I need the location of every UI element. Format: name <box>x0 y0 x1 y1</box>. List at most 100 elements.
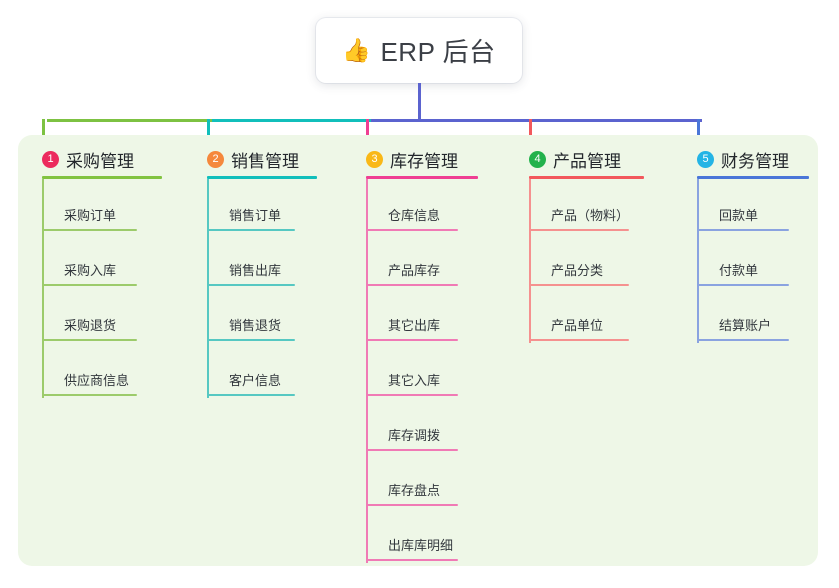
leaf-item[interactable]: 产品单位 <box>529 307 649 341</box>
column-title: 财务管理 <box>721 152 789 171</box>
branch-column-3: 3 库存管理仓库信息产品库存其它出库其它入库库存调拨库存盘点出库库明细 <box>366 135 508 566</box>
column-header-rule <box>42 176 162 179</box>
leaf-item-rule <box>207 339 295 341</box>
drop-connector-4 <box>529 119 532 149</box>
leaf-item-label: 采购退货 <box>64 318 117 333</box>
leaf-item-label: 其它出库 <box>388 318 441 333</box>
column-header-2[interactable]: 2 销售管理 <box>207 147 299 172</box>
drop-connector-1 <box>42 119 45 149</box>
leaf-item[interactable]: 采购入库 <box>42 252 157 286</box>
column-header-5[interactable]: 5 财务管理 <box>697 147 789 172</box>
leaf-item-rule <box>697 229 789 231</box>
branches-panel: 1 采购管理采购订单采购入库采购退货供应商信息 2 销售管理销售订单销售出库销售退货客… <box>18 135 818 566</box>
column-number-badge: 3 <box>366 151 383 168</box>
column-header-rule <box>207 176 317 179</box>
leaf-item-label: 出库库明细 <box>388 538 454 553</box>
leaf-item-rule <box>366 284 458 286</box>
leaf-item-rule <box>529 284 629 286</box>
thumbs-up-icon: 👍 <box>342 37 372 63</box>
leaf-item-rule <box>42 394 137 396</box>
root-node[interactable]: 👍 ERP 后台 <box>316 18 522 83</box>
leaf-item-label: 仓库信息 <box>388 208 441 223</box>
leaf-item[interactable]: 销售退货 <box>207 307 315 341</box>
leaf-item[interactable]: 采购订单 <box>42 197 157 231</box>
leaf-item-rule <box>207 229 295 231</box>
column-header-1[interactable]: 1 采购管理 <box>42 147 134 172</box>
leaf-item[interactable]: 产品（物料） <box>529 197 649 231</box>
leaf-item[interactable]: 结算账户 <box>697 307 809 341</box>
leaf-item[interactable]: 客户信息 <box>207 362 315 396</box>
leaf-item-label: 产品分类 <box>551 263 604 278</box>
leaf-item[interactable]: 销售出库 <box>207 252 315 286</box>
leaf-item-label: 付款单 <box>719 263 759 278</box>
leaf-item-label: 客户信息 <box>229 373 282 388</box>
leaf-item[interactable]: 库存盘点 <box>366 472 478 506</box>
bus-segment-2 <box>212 119 371 122</box>
leaf-item[interactable]: 回款单 <box>697 197 809 231</box>
column-spine <box>697 179 699 343</box>
column-header-rule <box>697 176 809 179</box>
column-number-badge: 5 <box>697 151 714 168</box>
leaf-item-rule <box>42 339 137 341</box>
leaf-item[interactable]: 销售订单 <box>207 197 315 231</box>
leaf-item[interactable]: 产品库存 <box>366 252 478 286</box>
leaf-item-label: 回款单 <box>719 208 759 223</box>
leaf-item-rule <box>42 229 137 231</box>
leaf-item-rule <box>529 339 629 341</box>
leaf-item[interactable]: 产品分类 <box>529 252 649 286</box>
column-title: 采购管理 <box>66 152 134 171</box>
leaf-item-label: 销售出库 <box>229 263 282 278</box>
root-node-text: ERP 后台 <box>380 37 496 67</box>
bus-segment-1 <box>47 119 212 122</box>
root-stem-connector <box>418 83 421 122</box>
leaf-item-label: 供应商信息 <box>64 373 130 388</box>
drop-connector-2 <box>207 119 210 149</box>
leaf-item-label: 库存盘点 <box>388 483 441 498</box>
leaf-item-label: 销售退货 <box>229 318 282 333</box>
column-spine <box>366 179 368 563</box>
leaf-item-rule <box>366 449 458 451</box>
leaf-item[interactable]: 库存调拨 <box>366 417 478 451</box>
leaf-item[interactable]: 采购退货 <box>42 307 157 341</box>
column-title: 销售管理 <box>231 152 299 171</box>
leaf-item-rule <box>697 339 789 341</box>
leaf-item[interactable]: 其它入库 <box>366 362 478 396</box>
drop-connector-3 <box>366 119 369 149</box>
leaf-item-label: 其它入库 <box>388 373 441 388</box>
bus-segment-3 <box>371 119 702 122</box>
leaf-item[interactable]: 付款单 <box>697 252 809 286</box>
leaf-item-label: 库存调拨 <box>388 428 441 443</box>
column-number-badge: 2 <box>207 151 224 168</box>
leaf-item[interactable]: 仓库信息 <box>366 197 478 231</box>
column-header-rule <box>366 176 478 179</box>
leaf-item-label: 采购入库 <box>64 263 117 278</box>
leaf-item-label: 产品库存 <box>388 263 441 278</box>
leaf-item-label: 采购订单 <box>64 208 117 223</box>
branch-column-2: 2 销售管理销售订单销售出库销售退货客户信息 <box>207 135 347 566</box>
column-header-3[interactable]: 3 库存管理 <box>366 147 458 172</box>
branch-column-1: 1 采购管理采购订单采购入库采购退货供应商信息 <box>42 135 192 566</box>
leaf-item[interactable]: 出库库明细 <box>366 527 478 561</box>
leaf-item-rule <box>366 339 458 341</box>
leaf-item-rule <box>697 284 789 286</box>
leaf-item-label: 产品单位 <box>551 318 604 333</box>
leaf-item-rule <box>207 284 295 286</box>
root-node-label: 👍 ERP 后台 <box>342 32 495 69</box>
leaf-item[interactable]: 供应商信息 <box>42 362 157 396</box>
leaf-item-rule <box>366 504 458 506</box>
column-spine <box>42 179 44 398</box>
column-title: 库存管理 <box>390 152 458 171</box>
leaf-item-rule <box>207 394 295 396</box>
branch-column-5: 5 财务管理回款单付款单结算账户 <box>697 135 839 566</box>
column-spine <box>529 179 531 343</box>
leaf-item-rule <box>42 284 137 286</box>
leaf-item-label: 产品（物料） <box>551 208 630 223</box>
leaf-item-label: 结算账户 <box>719 318 772 333</box>
leaf-item[interactable]: 其它出库 <box>366 307 478 341</box>
column-number-badge: 1 <box>42 151 59 168</box>
leaf-item-rule <box>366 394 458 396</box>
leaf-item-rule <box>366 229 458 231</box>
